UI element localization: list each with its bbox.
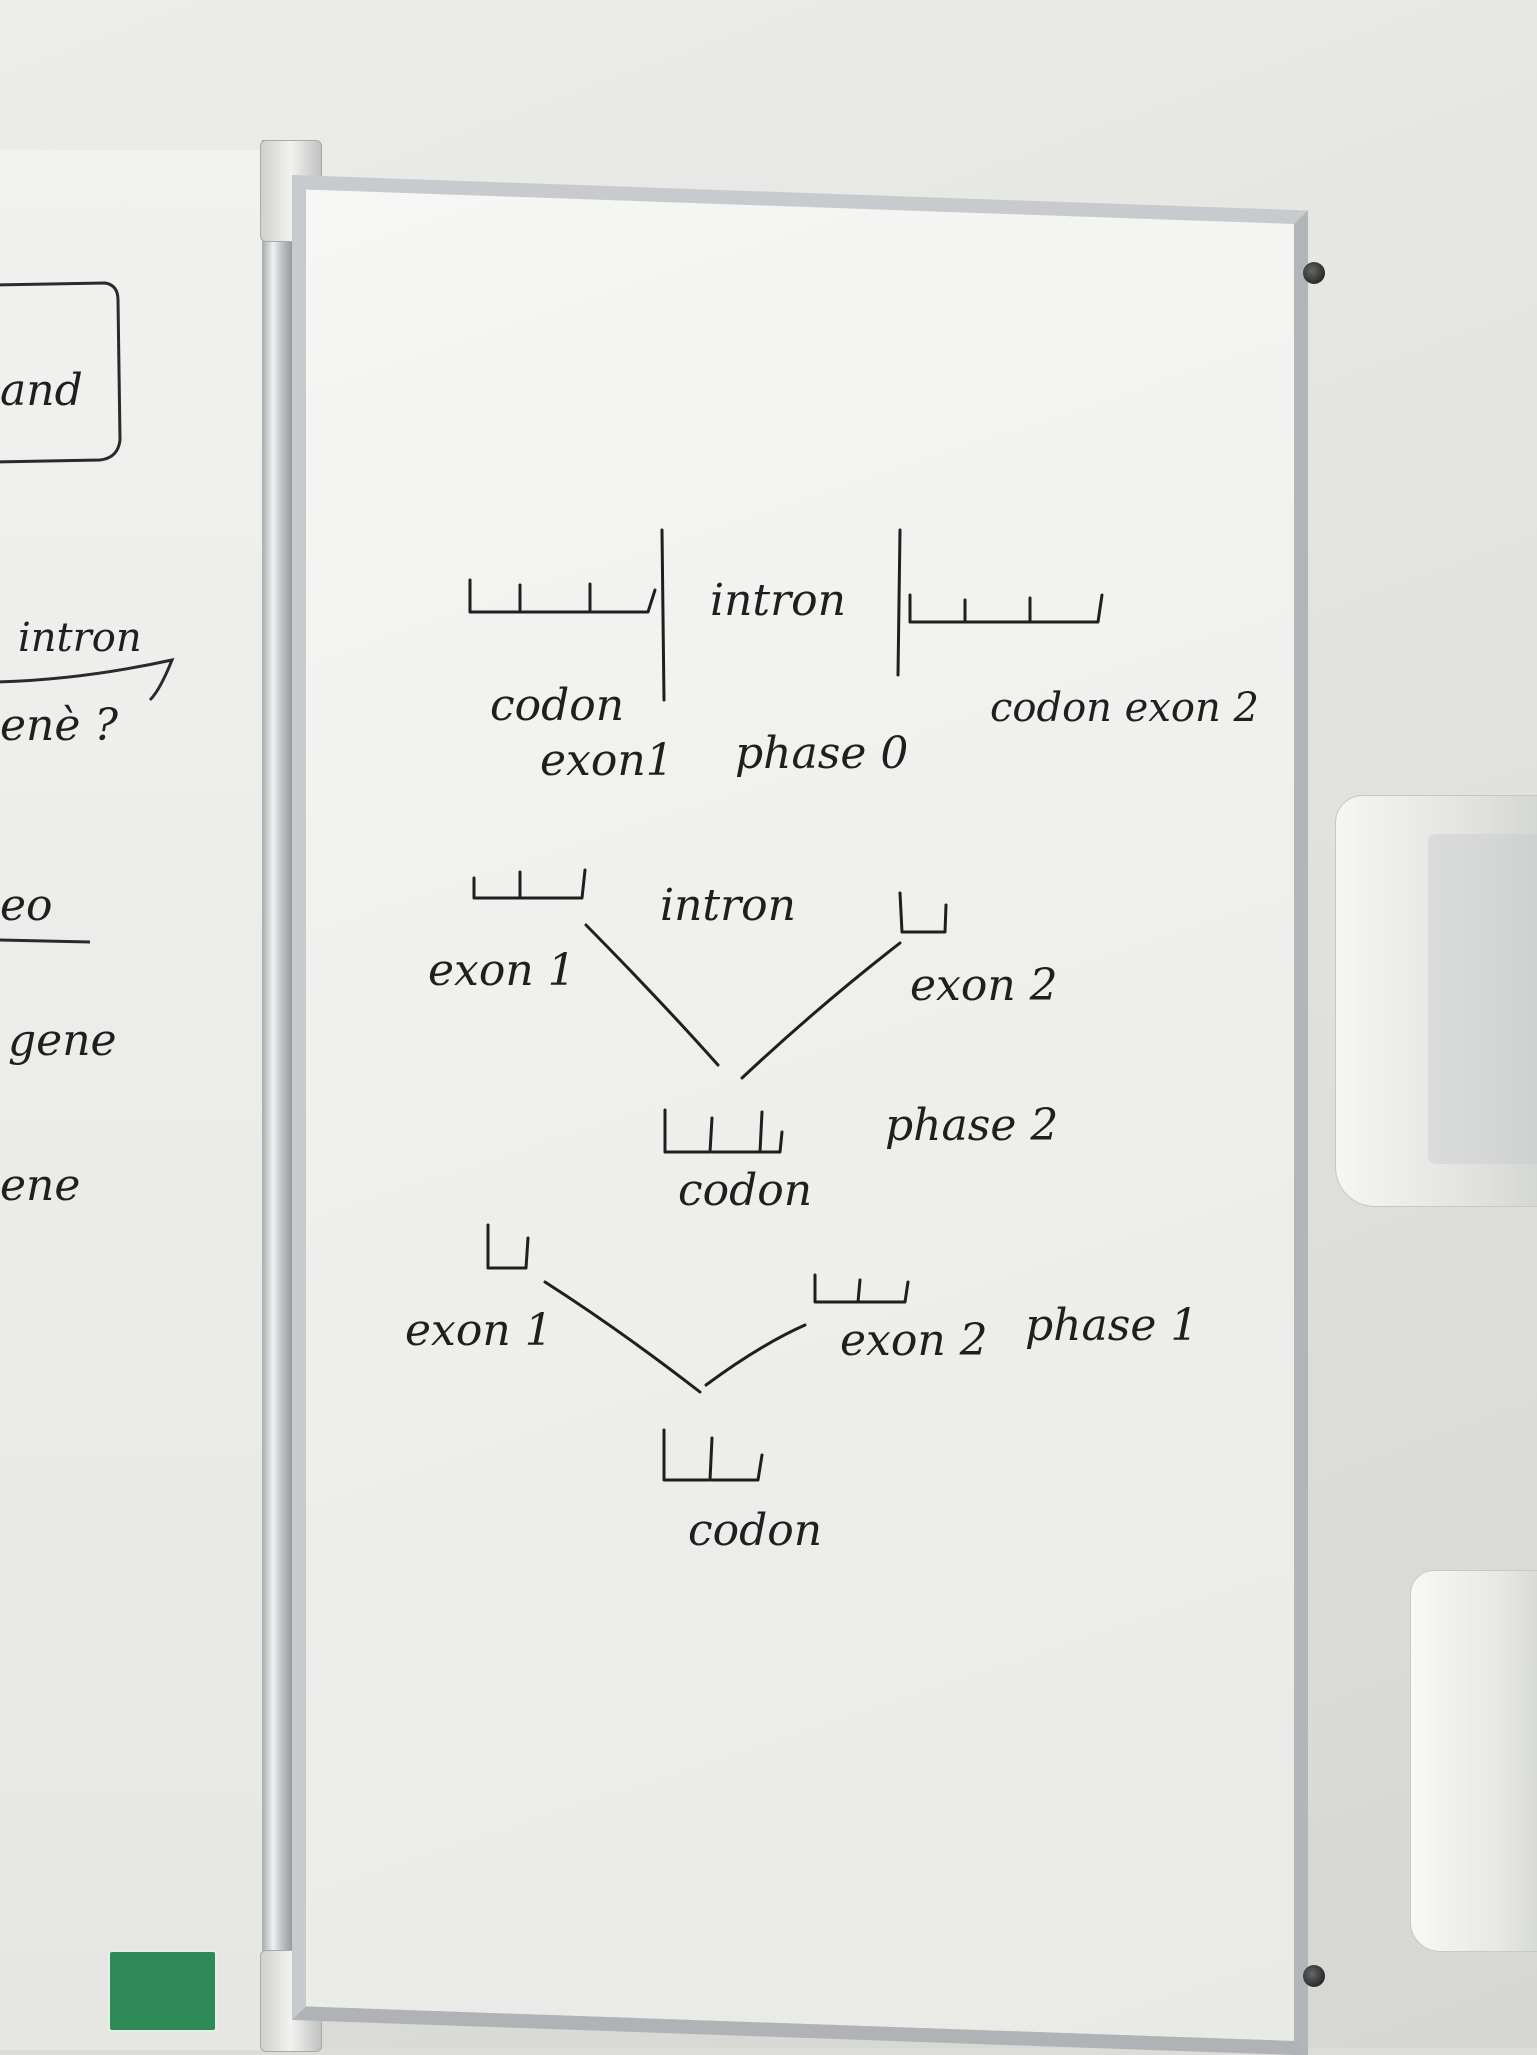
screw-top bbox=[1303, 262, 1325, 284]
phase0-exon-left: exon1 bbox=[540, 735, 674, 786]
phase0-phase-label: phase 0 bbox=[735, 728, 909, 779]
phase0-intron: intron bbox=[710, 575, 846, 626]
left-text-intron: intron bbox=[18, 615, 142, 661]
phase2-exon-right: exon 2 bbox=[910, 960, 1058, 1011]
phase2-intron: intron bbox=[660, 880, 796, 931]
phase1-exon-right: exon 2 bbox=[840, 1315, 988, 1366]
paper-towel-dispenser bbox=[1335, 795, 1537, 1207]
green-sticker bbox=[108, 1950, 217, 2032]
phase1-codon: codon bbox=[688, 1505, 823, 1556]
phase2-phase-label: phase 2 bbox=[885, 1100, 1059, 1151]
board-rail bbox=[262, 140, 294, 2048]
phase0-codon-exon2: codon exon 2 bbox=[990, 685, 1259, 731]
screw-bottom bbox=[1303, 1965, 1325, 1987]
dispenser-window bbox=[1428, 834, 1537, 1164]
soap-dispenser bbox=[1410, 1570, 1537, 1952]
phase1-phase-label: phase 1 bbox=[1025, 1300, 1199, 1351]
left-text-gene: gene bbox=[8, 1015, 117, 1066]
left-text-ene-2: ene bbox=[0, 1160, 81, 1211]
phase2-codon: codon bbox=[678, 1165, 813, 1216]
phase0-codon-left: codon bbox=[490, 680, 625, 731]
left-text-and: and bbox=[0, 365, 83, 416]
left-whiteboard bbox=[0, 150, 276, 2050]
left-text-eo: eo bbox=[0, 880, 53, 931]
left-text-ene: enè ? bbox=[0, 700, 118, 751]
phase2-exon-left: exon 1 bbox=[428, 945, 576, 996]
phase1-exon-left: exon 1 bbox=[405, 1305, 553, 1356]
